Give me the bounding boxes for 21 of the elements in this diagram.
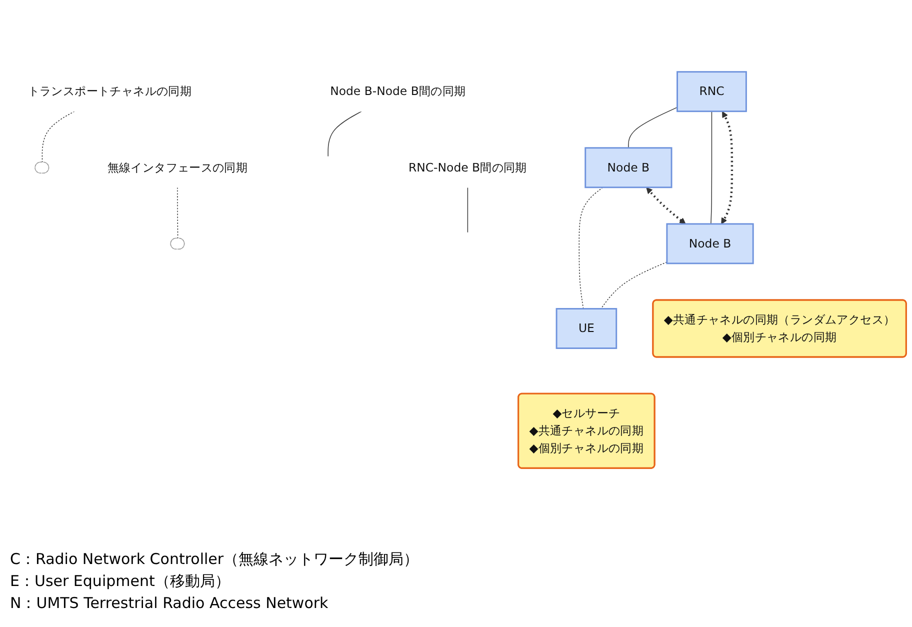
node-box: UE — [556, 308, 618, 349]
node-text: 無線インタフェースの同期 — [107, 160, 248, 174]
connector — [328, 110, 362, 158]
arrow — [646, 187, 686, 224]
arrow — [721, 111, 734, 224]
connector — [600, 262, 668, 310]
connector — [177, 187, 178, 239]
node-box: Node B — [666, 223, 754, 264]
node-text: Node B-Node B間の同期 — [330, 84, 466, 98]
connector — [467, 187, 468, 234]
node-box: RNC — [676, 71, 747, 112]
abbreviation-note: E：User Equipment（移動局） — [10, 571, 231, 592]
connector — [628, 106, 678, 148]
node-box: Node B — [584, 147, 672, 188]
connector — [42, 110, 75, 163]
node-text: トランスポートチャネルの同期 — [28, 84, 192, 98]
abbreviation-note: C：Radio Network Controller（無線ネットワーク制御局） — [10, 549, 419, 570]
node-text: RNC-Node B間の同期 — [408, 160, 527, 174]
connector — [578, 187, 604, 310]
connector — [710, 110, 712, 224]
abbreviation-note: N：UMTS Terrestrial Radio Access Network — [10, 593, 330, 614]
